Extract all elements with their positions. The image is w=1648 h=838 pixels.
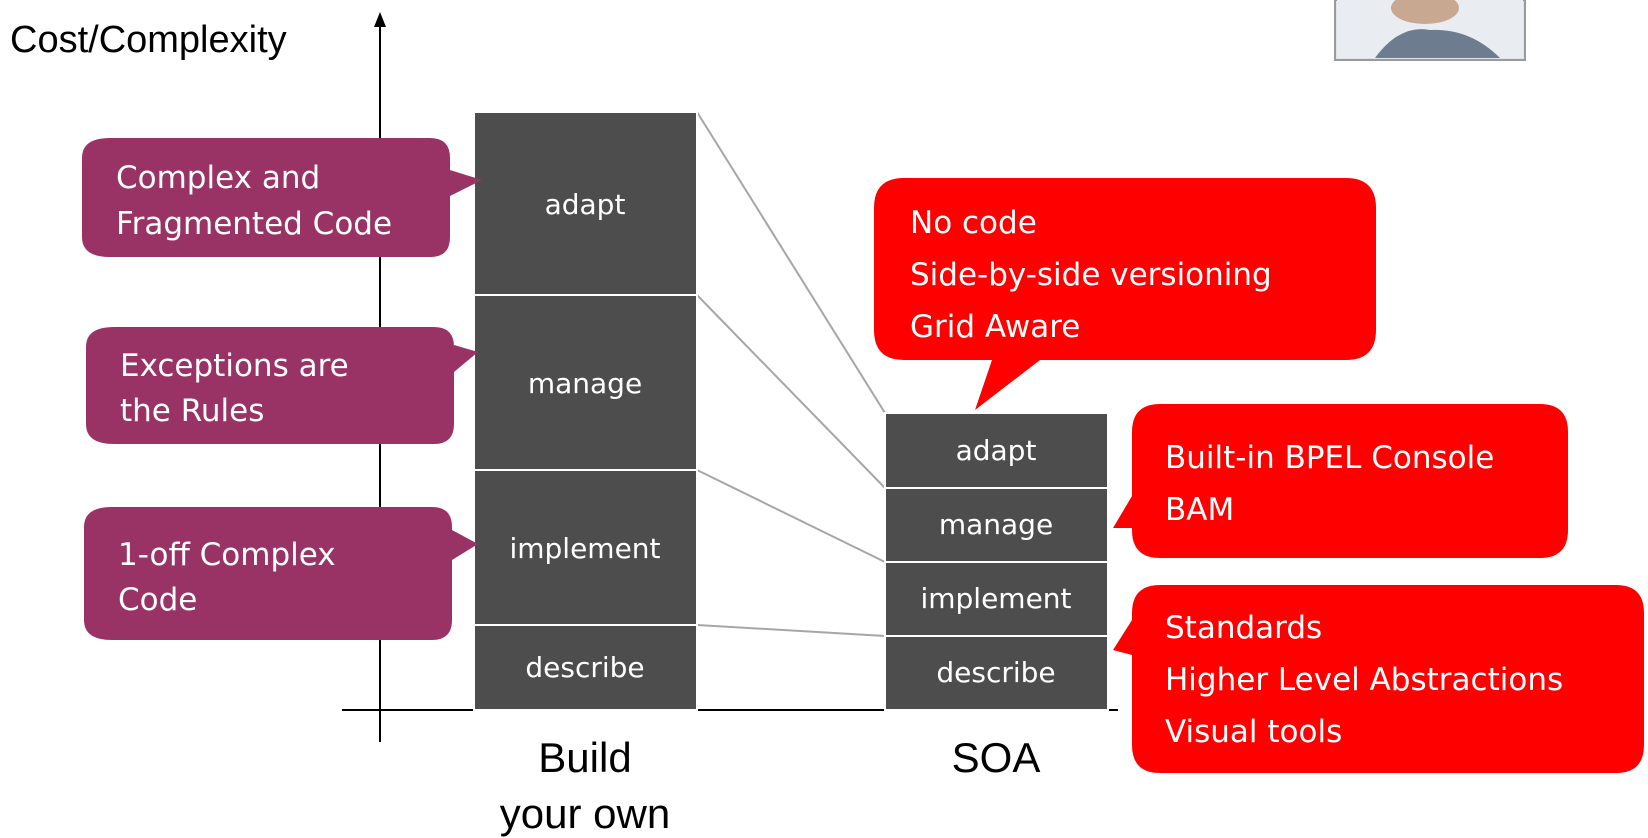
connector-describe [696,624,886,637]
column-label-build-line2: your own [500,790,670,837]
callout-no-code-line2: Side-by-side versioning [910,257,1272,293]
y-axis-label: Cost/Complexity [10,19,287,61]
build-block-adapt [473,111,698,296]
callout-exceptions-line1: Exceptions are [120,348,349,384]
callout-one-off-line1: 1-off Complex [118,537,336,573]
soa-stack: adapt manage implement describe [884,412,1109,711]
callout-complex-line1: Complex and [116,160,320,196]
callout-complex-line2: Fragmented Code [116,206,392,242]
callout-exceptions-rules: Exceptions are the Rules [86,327,478,444]
build-block-describe [473,624,698,711]
build-block-manage-label: manage [528,367,642,400]
callout-no-code-line1: No code [910,205,1037,241]
build-block-implement-label: implement [509,532,660,565]
callout-no-code-line3: Grid Aware [910,309,1080,345]
soa-block-implement-label: implement [920,582,1071,615]
connector-adapt [696,111,886,414]
callout-one-off-code: 1-off Complex Code [84,507,478,640]
callout-exceptions-line2: the Rules [120,393,264,429]
connector-lines [696,111,886,637]
connector-manage [696,294,886,489]
soa-block-adapt [884,412,1109,489]
portrait-photo-icon [1334,0,1526,61]
callout-standards-line3: Visual tools [1165,714,1342,750]
callout-standards-line2: Higher Level Abstractions [1165,662,1563,698]
callout-bpel-line2: BAM [1165,492,1234,528]
soa-block-describe [884,635,1109,711]
callout-bpel-console: Built-in BPEL Console BAM [1113,404,1568,558]
column-label-build-line1: Build [538,734,631,781]
soa-block-manage-label: manage [939,508,1053,541]
build-block-adapt-label: adapt [545,188,626,221]
build-your-own-stack: adapt manage implement describe [473,111,698,711]
callout-standards-line1: Standards [1165,610,1322,646]
callout-no-code: No code Side-by-side versioning Grid Awa… [874,178,1376,410]
column-label-soa: SOA [952,734,1041,781]
callout-standards: Standards Higher Level Abstractions Visu… [1113,585,1644,773]
y-axis-arrow [374,12,386,27]
callout-bpel-line1: Built-in BPEL Console [1165,440,1494,476]
build-block-describe-label: describe [525,651,644,684]
soa-block-adapt-label: adapt [956,434,1037,467]
connector-implement [696,469,886,563]
build-block-implement [473,469,698,626]
callout-one-off-line2: Code [118,582,197,618]
soa-block-describe-label: describe [936,656,1055,689]
build-block-manage [473,294,698,471]
callout-complex-fragmented: Complex and Fragmented Code [82,138,482,257]
